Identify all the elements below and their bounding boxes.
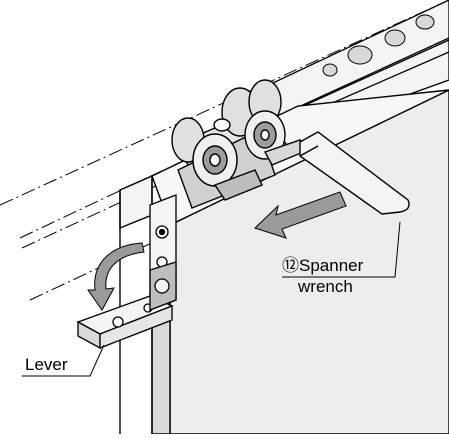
roller-assembly — [171, 79, 292, 209]
curved-arrow-down-icon — [87, 242, 145, 311]
leader-lines — [22, 221, 401, 377]
spanner-label: ⑫Spanner — [282, 256, 364, 275]
wrench-label: wrench — [298, 277, 353, 296]
lever-label: Lever — [25, 355, 68, 374]
block-arrow-left-icon — [254, 191, 347, 239]
spanner-wrench — [263, 131, 410, 215]
lever — [76, 261, 177, 350]
